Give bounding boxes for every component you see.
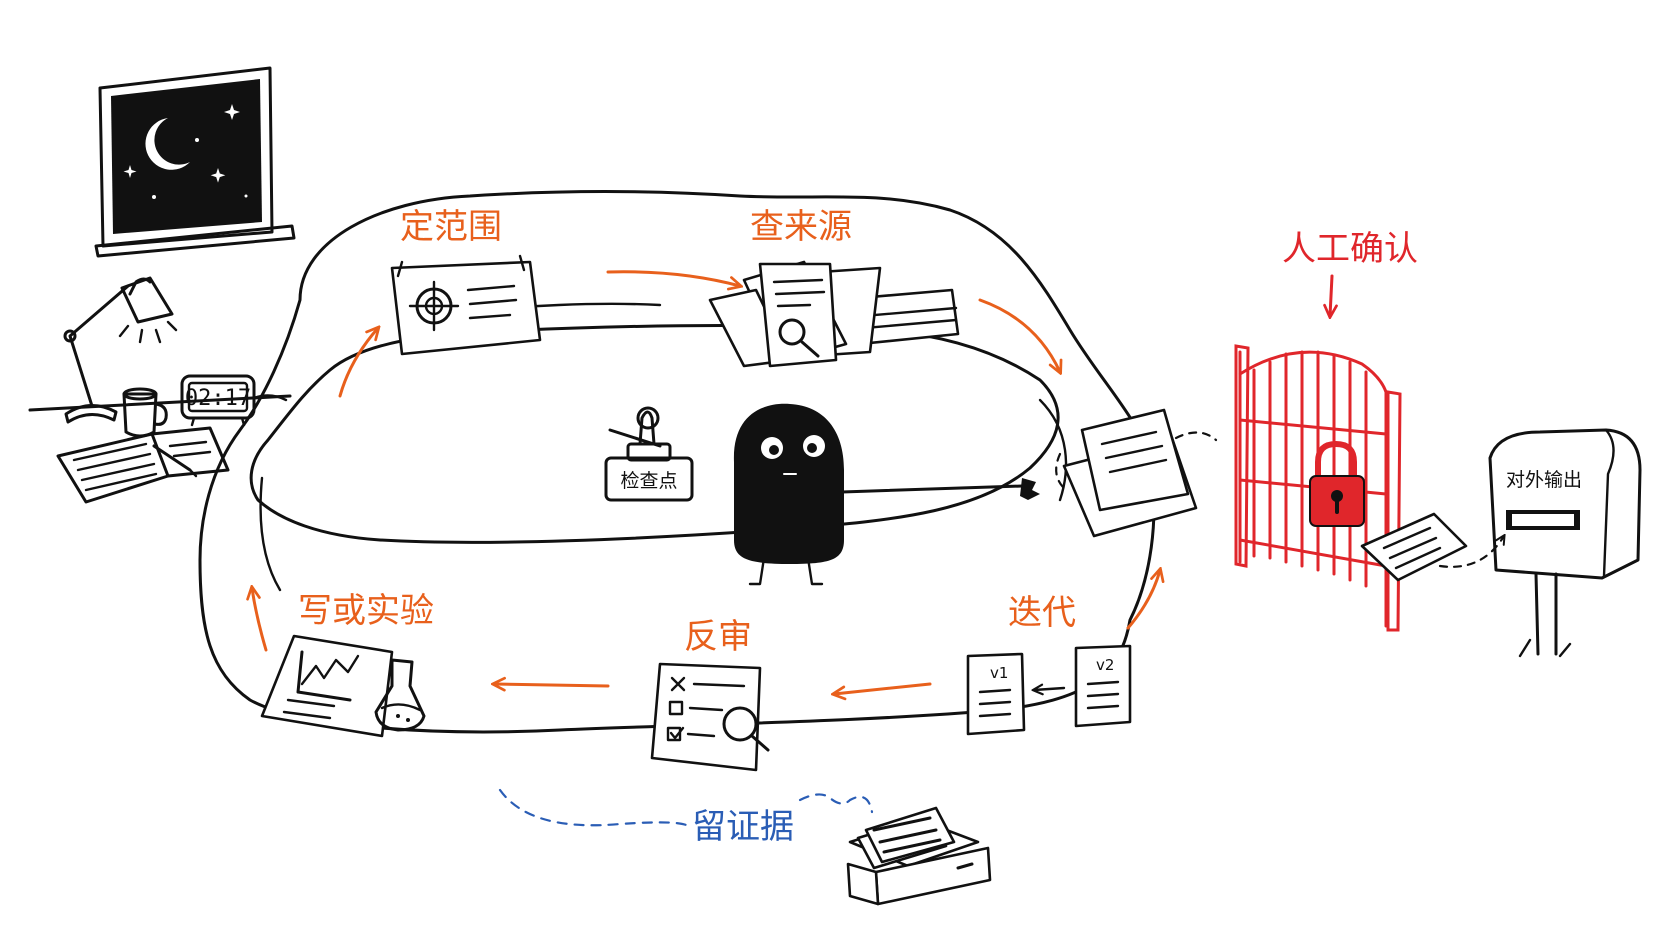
coffee-mug-icon — [122, 387, 168, 438]
step-write-experiment: 写或实验 — [260, 591, 434, 738]
checkpoint-stamp: 检查点 — [604, 406, 694, 502]
gate-label: 人工确认 — [1282, 229, 1418, 269]
notebook-icon — [56, 426, 230, 504]
step-sources: 查来源 — [708, 207, 960, 368]
chart-document-icon — [260, 634, 394, 738]
review-checklist-icon — [650, 662, 770, 772]
handed-documents — [1055, 408, 1218, 538]
step-scope-label: 定范围 — [400, 207, 502, 247]
checkpoint-stamp-label: 检查点 — [620, 470, 677, 492]
flow-arrows — [252, 270, 1160, 694]
step-iterate-label: 迭代 — [1008, 593, 1076, 633]
step-sources-label: 查来源 — [750, 207, 852, 247]
moon-icon — [145, 118, 190, 170]
padlock-icon — [1309, 440, 1365, 527]
sources-papers-icon — [708, 260, 960, 368]
human-approval-gate: 人工确认 — [1234, 229, 1418, 632]
file-box-icon — [846, 806, 992, 906]
step-review-label: 反审 — [684, 617, 752, 657]
step-write-experiment-label: 写或实验 — [298, 591, 434, 631]
step-scope: 定范围 — [390, 207, 542, 356]
desk: 02:17 — [28, 276, 292, 504]
character-body — [733, 403, 844, 564]
evidence: 留证据 — [498, 788, 992, 906]
alarm-clock: 02:17 — [180, 374, 288, 427]
desk-lamp-icon — [63, 276, 178, 424]
night-window — [94, 66, 296, 258]
target-document-icon — [390, 254, 542, 356]
evidence-label: 留证据 — [692, 807, 794, 847]
stars-icon — [123, 104, 248, 199]
step-review: 反审 — [650, 617, 770, 772]
outgoing-document — [1360, 512, 1504, 582]
clock-time: 02:17 — [185, 386, 251, 411]
mailbox-label: 对外输出 — [1506, 469, 1582, 491]
version-1-label: v1 — [990, 664, 1008, 682]
step-iterate: 迭代 v1 v2 — [966, 593, 1132, 736]
version-2-label: v2 — [1096, 656, 1114, 674]
flask-icon — [374, 658, 426, 732]
versions-icon: v1 v2 — [966, 644, 1132, 736]
mailbox: 对外输出 — [1488, 428, 1642, 658]
character — [608, 403, 1040, 586]
